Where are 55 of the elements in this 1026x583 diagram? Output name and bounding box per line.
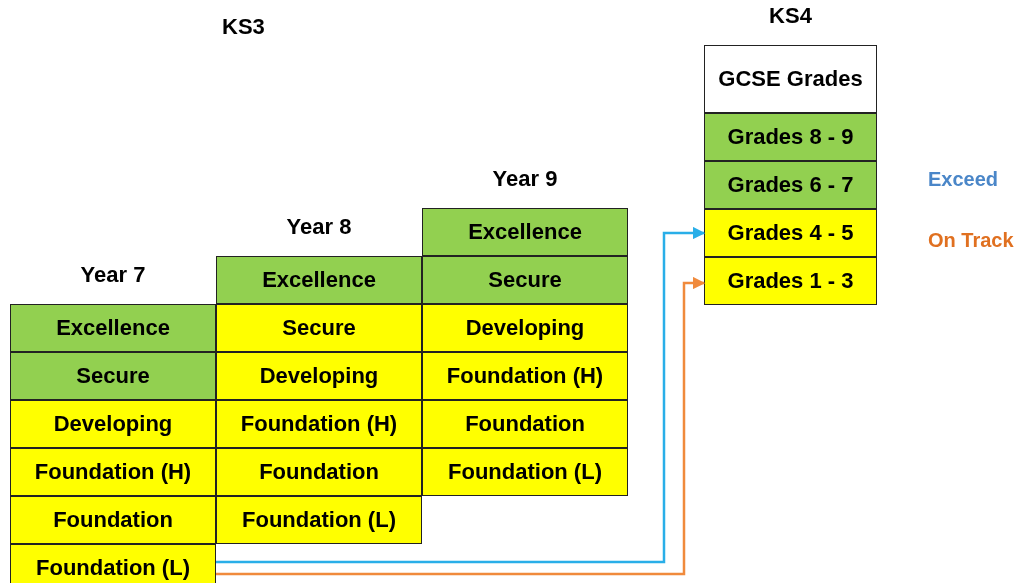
level-box (10, 496, 216, 544)
level-label: Foundation (L) (36, 553, 190, 582)
legend-note: On Track (928, 229, 1014, 252)
level-label: Excellence (56, 313, 170, 342)
arrow (216, 276, 706, 576)
level-box (10, 544, 216, 583)
level-label: GCSE Grades (718, 64, 863, 93)
level-box (10, 304, 216, 352)
level-box (216, 448, 422, 496)
level-box (704, 45, 877, 113)
level-label: Developing (465, 313, 585, 342)
level-label: Grades 8 - 9 (727, 122, 854, 151)
level-label: Foundation (259, 457, 379, 486)
level-box (10, 448, 216, 496)
level-label: Secure (282, 313, 356, 342)
level-box (10, 352, 216, 400)
level-box (216, 496, 422, 544)
level-box (422, 448, 628, 496)
column-heading: Year 9 (491, 166, 559, 192)
level-box (422, 400, 628, 448)
column-heading: KS4 (768, 3, 813, 29)
column-heading: Year 8 (285, 214, 353, 240)
arrow (216, 226, 706, 564)
level-box (10, 400, 216, 448)
level-label: Foundation (465, 409, 585, 438)
level-label: Foundation (H) (446, 361, 604, 390)
level-label: Excellence (262, 265, 376, 294)
level-box (704, 113, 877, 161)
level-label: Foundation (H) (240, 409, 398, 438)
level-label: Developing (53, 409, 173, 438)
level-box (422, 304, 628, 352)
level-label: Secure (488, 265, 562, 294)
level-box (216, 400, 422, 448)
column-heading: Year 7 (79, 262, 147, 288)
legend-note: Exceed (928, 168, 999, 191)
level-label: Secure (76, 361, 150, 390)
level-label: Excellence (468, 217, 582, 246)
level-box (216, 352, 422, 400)
level-box (704, 161, 877, 209)
level-box (216, 304, 422, 352)
level-box (704, 209, 877, 257)
level-box (422, 208, 628, 256)
level-label: Grades 4 - 5 (727, 218, 854, 247)
level-label: Foundation (L) (242, 505, 396, 534)
level-box (704, 257, 877, 305)
level-label: Grades 6 - 7 (727, 170, 854, 199)
level-box (422, 256, 628, 304)
level-label: Grades 1 - 3 (727, 266, 854, 295)
level-label: Developing (259, 361, 379, 390)
level-box (422, 352, 628, 400)
stage-heading: KS3 (222, 14, 265, 40)
level-label: Foundation (L) (448, 457, 602, 486)
level-label: Foundation (H) (34, 457, 192, 486)
level-box (216, 256, 422, 304)
level-label: Foundation (53, 505, 173, 534)
